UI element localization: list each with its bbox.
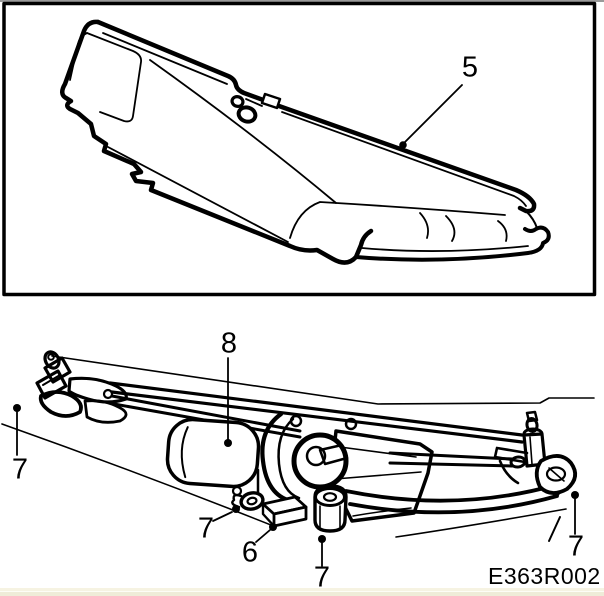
callout-7-right-dot bbox=[571, 491, 579, 499]
motor-cap-line bbox=[180, 426, 189, 479]
motor-body bbox=[165, 417, 261, 489]
spacer-block bbox=[261, 495, 308, 528]
link-rod-upper bbox=[108, 381, 524, 444]
bracket-ear-left bbox=[289, 414, 303, 428]
bolt-left bbox=[231, 491, 265, 511]
callout-8-dot bbox=[224, 439, 232, 447]
window-top-edge bbox=[0, 0, 604, 2]
callout-5-leader bbox=[403, 84, 463, 144]
wiper-motor bbox=[165, 417, 261, 489]
panel-wrinkle-lines bbox=[419, 212, 508, 242]
bolt-center-head bbox=[314, 487, 346, 507]
right-pivot-bracket bbox=[493, 446, 529, 485]
bolt-center-body bbox=[313, 484, 348, 533]
spacer-side bbox=[261, 502, 276, 528]
left-pivot-flange bbox=[83, 399, 128, 424]
bolt-center-center bbox=[322, 492, 338, 502]
callout-label-8: 8 bbox=[220, 327, 238, 360]
callout-label-7-left: 7 bbox=[11, 453, 29, 486]
panel-hole-small bbox=[230, 95, 245, 108]
crank-hook-outer bbox=[260, 411, 294, 504]
callout-7-center-dot bbox=[318, 535, 326, 543]
right-pivot-knob bbox=[525, 417, 539, 433]
callout-leaders bbox=[13, 357, 579, 567]
bracket-detail-lines bbox=[334, 446, 422, 517]
left-pivot-nut bbox=[35, 369, 68, 400]
panel-fold-line bbox=[102, 32, 527, 207]
body-tick-right bbox=[548, 516, 561, 542]
bolt-left-center bbox=[246, 496, 258, 506]
callout-label-7-right: 7 bbox=[567, 530, 585, 563]
panel-tongue-edge bbox=[354, 225, 551, 262]
body-line-left bbox=[1, 423, 277, 528]
right-housing-eye bbox=[545, 466, 567, 482]
panel-edge-notch bbox=[260, 92, 282, 110]
figure-code: E363R002 bbox=[488, 563, 601, 589]
crank-hook-inner bbox=[277, 417, 301, 500]
callout-label-7-center: 7 bbox=[313, 561, 331, 594]
callout-label-5: 5 bbox=[461, 51, 479, 84]
callout-7-left-dot bbox=[13, 404, 21, 412]
bolt-left-clip bbox=[231, 493, 243, 509]
right-pivot-assembly bbox=[493, 410, 578, 495]
panel-left-bottom-edge bbox=[60, 19, 374, 265]
window-bottom-strip bbox=[0, 588, 604, 596]
callout-6-dot bbox=[269, 523, 277, 531]
panel-cutout-line bbox=[289, 201, 506, 239]
panel-end-wall-edge bbox=[69, 32, 88, 81]
bolt-left-head bbox=[239, 491, 265, 511]
crank-hub bbox=[305, 445, 327, 467]
small-ring bbox=[231, 485, 243, 497]
callout-label-7-boltleft: 7 bbox=[197, 512, 215, 545]
cowl-panel-figure bbox=[2, 1, 597, 297]
callout-5-dot bbox=[399, 141, 407, 149]
left-pivot-spindle bbox=[43, 356, 72, 384]
panel-end-wall bbox=[86, 32, 142, 123]
bolt-center bbox=[313, 484, 348, 533]
left-pivot-ring bbox=[102, 388, 114, 400]
panel-hole-large bbox=[236, 105, 258, 124]
callout-6-leader bbox=[255, 529, 271, 543]
left-pivot-body bbox=[38, 390, 83, 418]
panel-tip-connector bbox=[525, 210, 538, 229]
panel-tongue-inner-line bbox=[361, 245, 529, 252]
callout-label-6: 6 bbox=[241, 536, 259, 569]
crank-arm bbox=[318, 443, 349, 466]
left-pivot-knob bbox=[43, 350, 61, 370]
wiper-linkage-figure bbox=[1, 350, 595, 567]
drive-rod-lower bbox=[344, 483, 559, 515]
right-housing-facet bbox=[548, 467, 565, 482]
bracket-ear-right bbox=[344, 417, 358, 431]
link-rod-lower-right bbox=[388, 451, 514, 468]
spacer-front bbox=[272, 505, 308, 528]
bolt-center-facets bbox=[319, 505, 341, 528]
panel-top-edge bbox=[95, 19, 269, 104]
panel-crease-line bbox=[149, 59, 337, 204]
callout-7-boltleft-leader bbox=[212, 511, 233, 522]
panel-bottom-inner-line bbox=[107, 146, 289, 243]
callout-7-boltleft-dot bbox=[232, 505, 240, 513]
right-spindle-line bbox=[529, 436, 533, 465]
left-pivot-nut-facet bbox=[42, 374, 61, 386]
panel-top-edge-right bbox=[276, 103, 537, 214]
cowl-reference-line bbox=[51, 355, 595, 405]
left-pivot-tip bbox=[47, 353, 55, 361]
body-line-right bbox=[395, 508, 567, 538]
